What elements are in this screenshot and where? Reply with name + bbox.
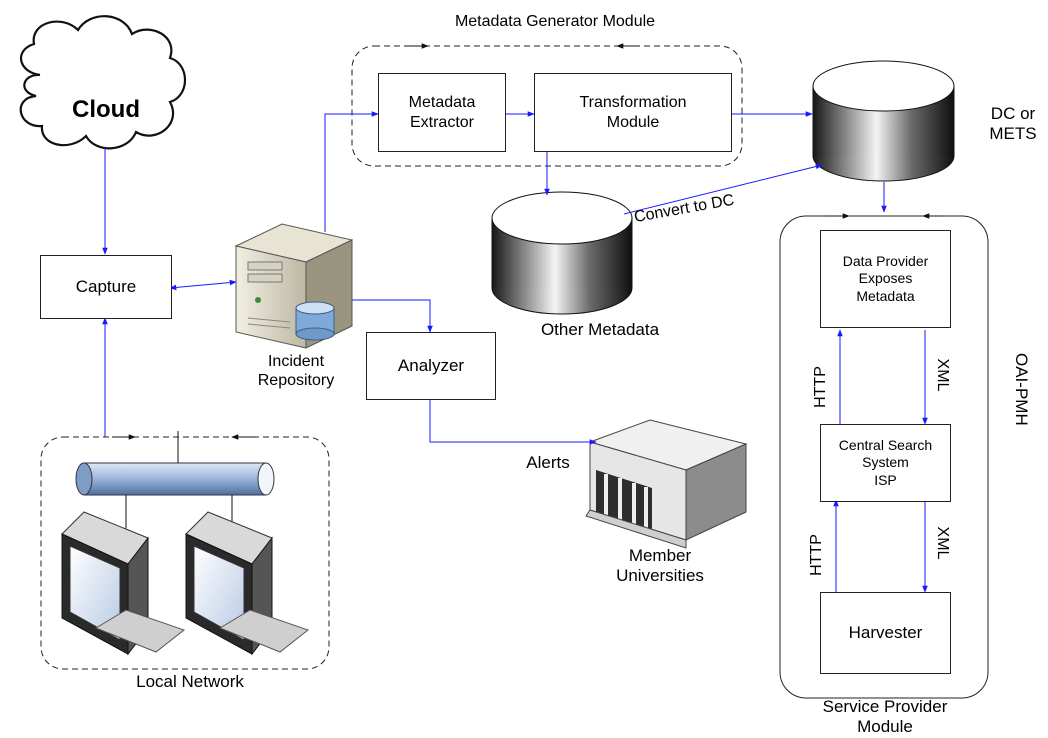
dc-mets-cylinder-icon <box>812 60 955 182</box>
xml-lower-label: XML <box>934 526 951 560</box>
central-search-box: Central Search System ISP <box>820 424 951 502</box>
data-provider-box: Data Provider Exposes Metadata <box>820 230 951 328</box>
building-icon <box>585 419 748 549</box>
analyzer-label: Analyzer <box>397 356 465 376</box>
capture-repository-arrow <box>169 279 237 291</box>
local-network-container <box>40 436 330 670</box>
member-universities-label: Member Universities <box>616 546 704 586</box>
capture-label: Capture <box>75 277 137 297</box>
oai-pmh-label: OAI-PMH <box>1012 353 1031 426</box>
metadata-generator-title: Metadata Generator Module <box>454 13 656 30</box>
http-lower-label: HTTP <box>808 534 825 576</box>
incident-repository-label: Incident Repository <box>257 353 335 390</box>
repository-to-analyzer-arrow <box>352 299 433 333</box>
harvester-label: Harvester <box>848 623 923 643</box>
analyzer-to-universities-arrow <box>429 400 597 445</box>
harvester-box: Harvester <box>820 592 951 674</box>
network-pipe-icon <box>75 431 275 536</box>
monitor-icon <box>185 511 310 656</box>
service-provider-module-label: Service Provider Module <box>822 697 948 737</box>
dc-or-mets-label: DC or METS <box>989 104 1037 144</box>
transformation-module-box: Transformation Module <box>534 73 732 152</box>
metadata-extractor-box: Metadata Extractor <box>378 73 506 152</box>
analyzer-box: Analyzer <box>366 332 496 400</box>
alerts-label: Alerts <box>526 453 570 472</box>
other-metadata-cylinder-icon <box>491 191 633 315</box>
local-network-label: Local Network <box>136 672 244 691</box>
xml-upper-label: XML <box>934 358 951 392</box>
http-upper-label: HTTP <box>812 366 829 408</box>
cloud-icon <box>19 15 186 150</box>
database-icon <box>295 301 335 341</box>
cloud-label: Cloud <box>72 96 140 123</box>
convert-to-dc-arrow <box>623 163 823 215</box>
repository-to-extractor-arrow <box>324 111 379 232</box>
monitor-icon <box>61 511 186 656</box>
server-icon <box>234 223 354 349</box>
capture-box: Capture <box>40 255 172 319</box>
service-provider-container <box>779 215 989 699</box>
other-metadata-label: Other Metadata <box>540 320 660 339</box>
